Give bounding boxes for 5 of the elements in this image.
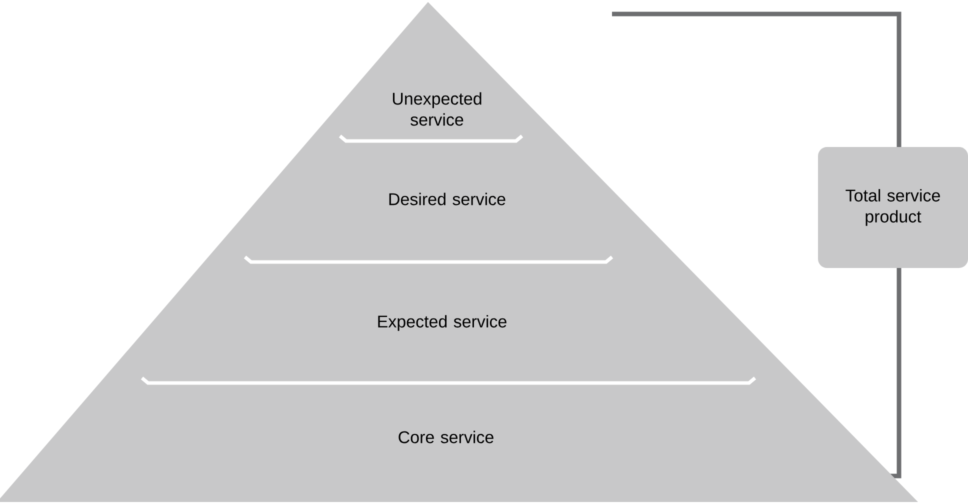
pyramid-level: Expected service bbox=[100, 262, 802, 383]
pyramid-level: Core service bbox=[0, 383, 918, 502]
label-box: Total service product bbox=[818, 147, 968, 268]
pyramid-level: Unexpected service bbox=[308, 2, 564, 141]
pyramid-level: Desired service bbox=[204, 141, 683, 262]
